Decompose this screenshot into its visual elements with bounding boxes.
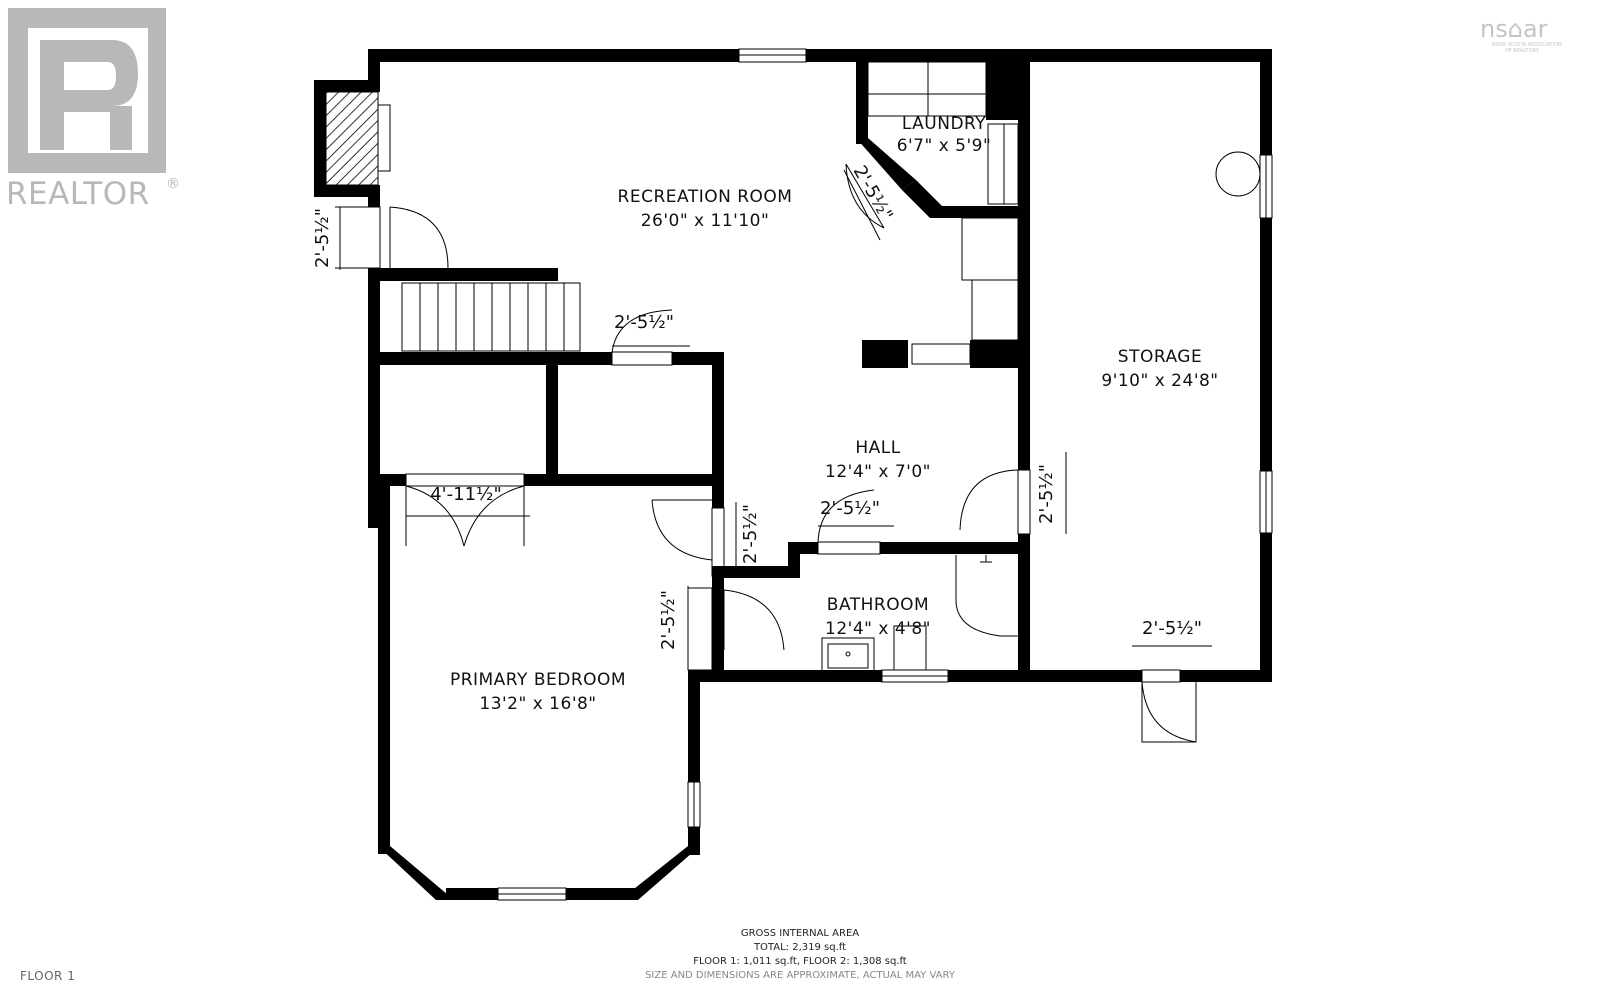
room-name: BATHROOM [827, 595, 929, 615]
nsar-logo: ns⌂ar NOVA SCOTIA ASSOCIATION OF REALTOR… [1480, 15, 1562, 54]
disclaimer: SIZE AND DIMENSIONS ARE APPROXIMATE, ACT… [645, 970, 956, 981]
room-name: LAUNDRY [902, 114, 986, 134]
dimension-lines [335, 169, 1212, 660]
dim-storage-hall-door: 2'-5½" [1036, 464, 1057, 524]
doors [339, 163, 1197, 743]
stairs [401, 282, 581, 352]
registered-mark: ® [166, 176, 180, 192]
gross-area-floors: FLOOR 1: 1,011 sq.ft, FLOOR 2: 1,308 sq.… [693, 956, 907, 967]
room-name: STORAGE [1118, 347, 1202, 367]
room-name: PRIMARY BEDROOM [450, 670, 626, 690]
room-storage: STORAGE 9'10" x 24'8" [1101, 347, 1218, 391]
room-laundry: LAUNDRY 6'7" x 5'9" [897, 114, 992, 156]
realtor-logo: REALTOR ® [6, 8, 180, 212]
room-name: RECREATION ROOM [618, 187, 793, 207]
room-recreation: RECREATION ROOM 26'0" x 11'10" [618, 187, 793, 231]
floor-label: FLOOR 1 [20, 969, 75, 983]
room-size: 6'7" x 5'9" [897, 136, 992, 156]
room-bathroom: BATHROOM 12'4" x 4'8" [825, 595, 931, 639]
room-hall: HALL 12'4" x 7'0" [825, 438, 931, 482]
room-name: HALL [855, 438, 900, 458]
dim-storage-exterior-door: 2'-5½" [1142, 618, 1202, 639]
room-size: 12'4" x 7'0" [825, 462, 931, 482]
nsar-subtitle-1: NOVA SCOTIA ASSOCIATION [1492, 42, 1562, 48]
dim-hall-door: 2'-5½" [820, 498, 880, 519]
nsar-wordmark: ns⌂ar [1480, 15, 1548, 43]
fireplace-hatch [325, 91, 379, 186]
room-size: 13'2" x 16'8" [479, 694, 596, 714]
dim-left-exterior-door: 2'-5½" [312, 208, 333, 268]
room-size: 12'4" x 4'8" [825, 619, 931, 639]
room-size: 26'0" x 11'10" [641, 211, 770, 231]
footer: GROSS INTERNAL AREA TOTAL: 2,319 sq.ft F… [20, 928, 956, 983]
dim-bathroom-door: 2'-5½" [658, 590, 679, 650]
dim-closet-doors: 4'-11½" [430, 484, 502, 505]
realtor-wordmark: REALTOR [6, 176, 150, 212]
gross-area-title: GROSS INTERNAL AREA [741, 928, 859, 939]
room-primary-bedroom: PRIMARY BEDROOM 13'2" x 16'8" [450, 670, 626, 714]
walls [314, 49, 1272, 900]
nsar-subtitle-2: OF REALTORS [1505, 48, 1539, 54]
room-size: 9'10" x 24'8" [1101, 371, 1218, 391]
thin-lines [377, 48, 1273, 901]
door-dimension-labels: 2'-5½" 2'-5½" 2'-5½" 4'-11½" 2'-5½" 2'-5… [312, 162, 1202, 650]
dim-stair-door: 2'-5½" [614, 312, 674, 333]
dim-bedroom-hall-door: 2'-5½" [740, 504, 761, 564]
gross-area-total: TOTAL: 2,319 sq.ft [753, 942, 846, 953]
